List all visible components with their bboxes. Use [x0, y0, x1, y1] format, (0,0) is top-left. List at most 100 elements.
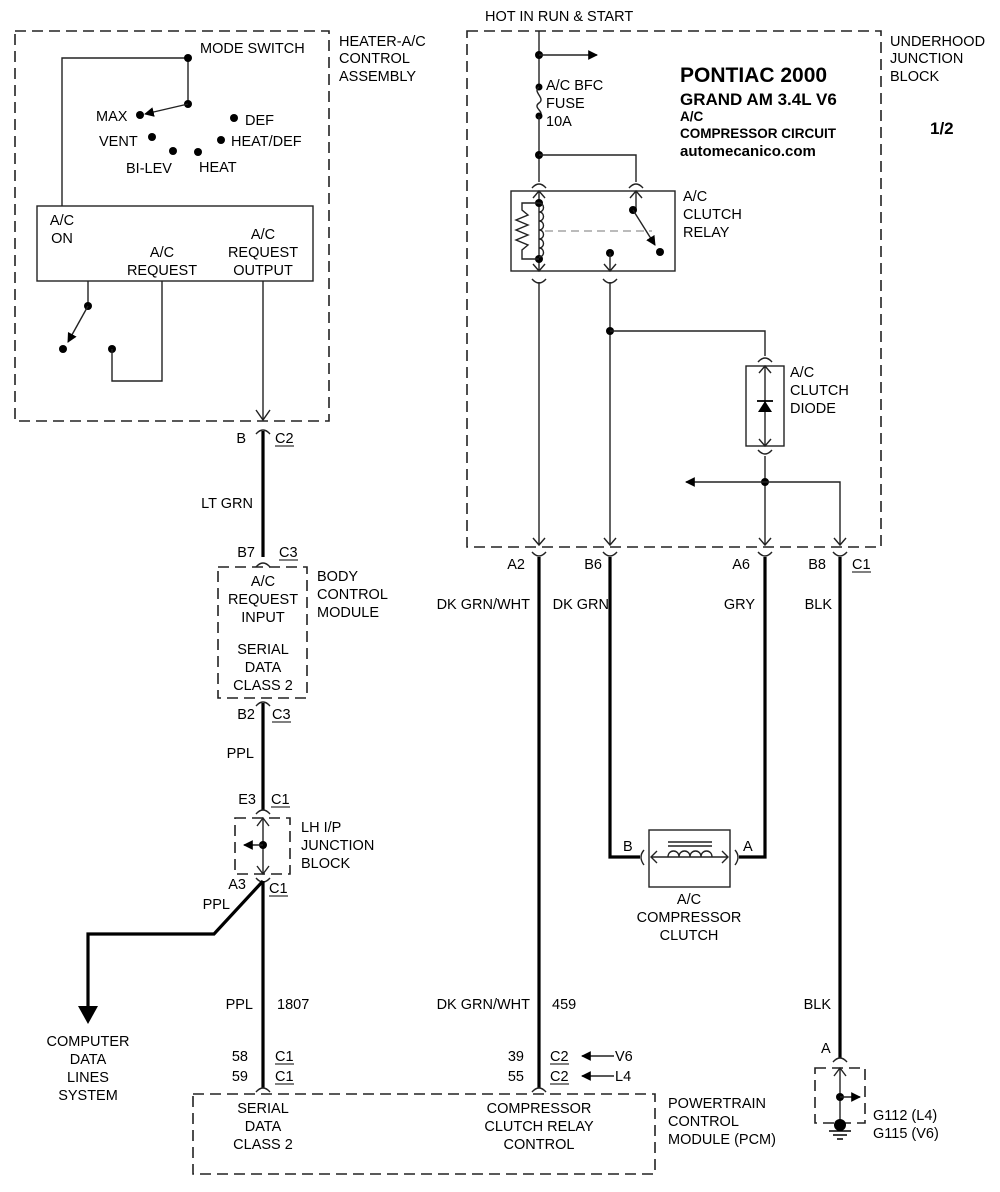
ac-switch-blade	[67, 305, 89, 343]
position-heat: HEAT	[199, 160, 237, 176]
ppl-wire-label-lower: PPL	[226, 997, 253, 1013]
clutch-label-1: A/C	[677, 892, 701, 908]
underhood-label-2: JUNCTION	[890, 51, 963, 67]
dkgrnwht-label-lower: DK GRN/WHT	[437, 997, 531, 1013]
power-source-label: HOT IN RUN & START	[485, 9, 633, 25]
relay-contact-blade	[632, 209, 656, 246]
position-vent: VENT	[99, 134, 138, 150]
relay-label-1: A/C	[683, 189, 707, 205]
bcm-serial-2: DATA	[245, 660, 282, 676]
clutch-pin-b: B	[623, 839, 633, 855]
clutch-coil-icon	[667, 850, 713, 858]
mode-switch-wire	[61, 57, 189, 206]
hvac-connector: C2	[275, 431, 294, 447]
gry-wire	[739, 557, 767, 859]
bcm-bottom-pin: B2	[237, 707, 255, 723]
pin-b6: B6	[584, 557, 602, 573]
underhood-boundary	[466, 30, 882, 548]
lhip-bottom-pin: A3	[228, 877, 246, 893]
powertrain-control-module: SERIAL DATA CLASS 2 COMPRESSOR CLUTCH RE…	[192, 1093, 776, 1175]
pcm-relay-variant-1: V6	[615, 1049, 633, 1065]
pcm-serial-conn-1: C1	[275, 1049, 294, 1065]
pin-a6: A6	[732, 557, 750, 573]
ground-icon	[834, 1119, 846, 1131]
ac-request-label-1: A/C	[150, 245, 174, 261]
fuse-label-2: FUSE	[546, 96, 585, 112]
heater-ac-control-assembly: HEATER-A/C CONTROL ASSEMBLY MODE SWITCH …	[14, 30, 426, 422]
underhood-label-3: BLOCK	[890, 69, 939, 85]
pcm-relay-ctrl-2: CLUTCH RELAY	[484, 1119, 594, 1135]
fuse-icon	[536, 86, 542, 117]
bcm-input-3: INPUT	[241, 610, 285, 626]
ac-compressor-clutch: B A A/C COMPRESSOR CLUTCH	[623, 829, 753, 944]
ac-switch-contact	[59, 345, 67, 353]
title-system: A/C	[680, 109, 704, 124]
data-lines-label-1: COMPUTER	[47, 1034, 130, 1050]
title-block: PONTIAC 2000 GRAND AM 3.4L V6 A/C COMPRE…	[680, 64, 954, 160]
hvac-pin: B	[236, 431, 246, 447]
lhip-top-pin: E3	[238, 792, 256, 808]
pcm-relay-pin-1: 39	[508, 1049, 524, 1065]
ppl-branch-wire	[86, 879, 265, 1006]
diode-label-3: DIODE	[790, 401, 836, 417]
mode-switch-node	[184, 54, 192, 62]
pcm-boundary	[192, 1093, 656, 1175]
bcm-serial-3: CLASS 2	[233, 678, 293, 694]
ac-on-label-2: ON	[51, 231, 73, 247]
wire-label-gry: GRY	[724, 597, 755, 613]
lt-grn-wire-label: LT GRN	[201, 496, 253, 512]
mode-switch-label: MODE SWITCH	[200, 41, 305, 57]
ground-id-1: G112 (L4)	[873, 1108, 937, 1124]
position-max: MAX	[96, 109, 128, 125]
data-lines-label-4: SYSTEM	[58, 1088, 118, 1104]
relay-coil-icon	[538, 202, 545, 258]
heater-ac-control-boundary	[14, 30, 330, 422]
title-model: GRAND AM 3.4L V6	[680, 90, 837, 109]
data-lines-label-2: DATA	[70, 1052, 107, 1068]
position-bilev: BI-LEV	[126, 161, 172, 177]
pcm-label-1: POWERTRAIN	[668, 1096, 766, 1112]
diode-label-2: CLUTCH	[790, 383, 849, 399]
ac-req-output-label-3: OUTPUT	[233, 263, 293, 279]
clutch-label-3: CLUTCH	[660, 928, 719, 944]
page-number: 1/2	[930, 119, 954, 138]
mode-switch-blade	[144, 103, 189, 117]
pcm-serial-conn-2: C1	[275, 1069, 294, 1085]
lhip-label-3: BLOCK	[301, 856, 350, 872]
fuse-label-1: A/C BFC	[546, 78, 603, 94]
pcm-relay-conn-1: C2	[550, 1049, 569, 1065]
position-def: DEF	[245, 113, 274, 129]
control-module-box	[36, 205, 314, 282]
bilev-contact	[169, 147, 177, 155]
title-website: automecanico.com	[680, 143, 816, 160]
pcm-serial-3: CLASS 2	[233, 1137, 293, 1153]
pcm-label-3: MODULE (PCM)	[668, 1132, 776, 1148]
ac-req-output-label-2: REQUEST	[228, 245, 298, 261]
circuit-459: 459	[552, 997, 576, 1013]
pcm-serial-pin-2: 59	[232, 1069, 248, 1085]
diode-icon	[758, 401, 772, 412]
ground-block: G112 (L4) G115 (V6)	[814, 1057, 939, 1142]
wire-label-dkgrn: DK GRN	[553, 597, 609, 613]
bcm-boundary	[217, 566, 308, 699]
pcm-label-2: CONTROL	[668, 1114, 739, 1130]
data-lines-arrow-icon	[78, 1006, 98, 1024]
pcm-serial-pin-1: 58	[232, 1049, 248, 1065]
relay-resistor-icon	[514, 202, 539, 260]
circuit-1807: 1807	[277, 997, 309, 1013]
ac-request-label-2: REQUEST	[127, 263, 197, 279]
bcm-input-1: A/C	[251, 574, 275, 590]
wire-label-blk: BLK	[805, 597, 833, 613]
bcm-label-3: MODULE	[317, 605, 379, 621]
clutch-box	[648, 829, 731, 888]
heatdef-contact	[217, 136, 225, 144]
heat-contact	[194, 148, 202, 156]
position-heatdef: HEAT/DEF	[231, 134, 302, 150]
pcm-relay-variant-2: L4	[615, 1069, 631, 1085]
wire-label-dkgrnwht: DK GRN/WHT	[437, 597, 531, 613]
ground-id-2: G115 (V6)	[873, 1126, 939, 1142]
ac-clutch-relay	[510, 190, 676, 272]
vent-contact	[148, 133, 156, 141]
bcm-top-pin: B7	[237, 545, 255, 561]
heater-ac-label-1: HEATER-A/C	[339, 34, 426, 50]
